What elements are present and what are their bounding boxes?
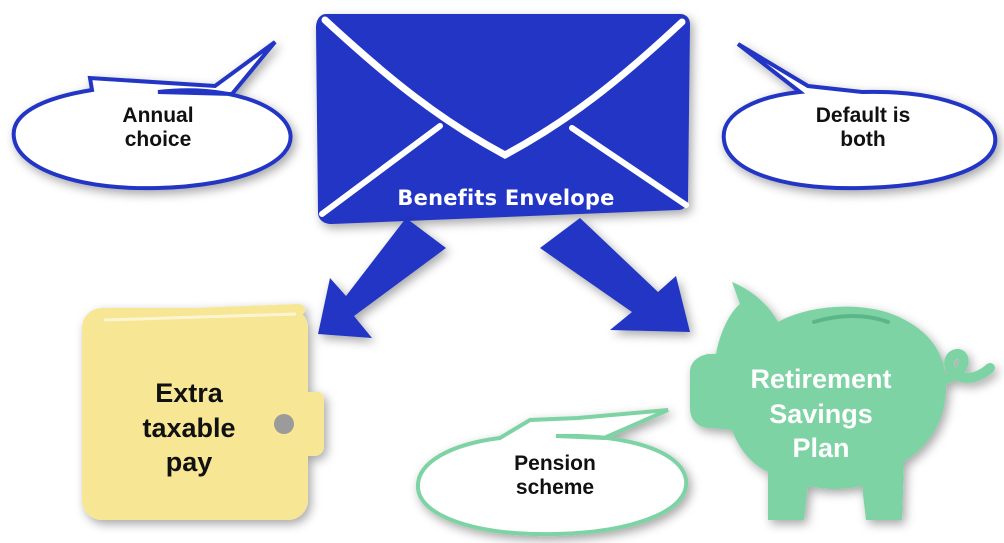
envelope-label: Benefits Envelope (397, 186, 615, 210)
bubble-left-text: Annual choice (96, 104, 220, 152)
speech-bubble-bottom (415, 408, 689, 537)
bubble-right-line-1: Default is (815, 104, 911, 127)
arrow-to-wallet (318, 218, 446, 338)
arrow-to-piggy (540, 218, 690, 332)
wallet-text: Extra taxable pay (114, 376, 264, 480)
bubble-right-line-2: both (840, 128, 886, 152)
piggy-line-3: Plan (792, 433, 850, 464)
bubble-bottom-text: Pension scheme (488, 452, 622, 500)
wallet-line-3: pay (165, 447, 213, 478)
wallet-clasp (274, 414, 294, 434)
bubble-left-line-2: choice (124, 128, 192, 152)
speech-bubble-left (11, 40, 293, 191)
envelope-icon (316, 14, 690, 224)
bubble-left-line-1: Annual (122, 104, 194, 127)
piggy-line-2: Savings (769, 398, 873, 429)
wallet-icon (82, 304, 324, 520)
bubble-bottom-line-1: Pension (514, 452, 596, 475)
piggy-bank-icon (690, 282, 995, 520)
wallet-line-2: taxable (142, 412, 236, 443)
bubble-bottom-line-2: scheme (515, 476, 595, 500)
piggy-line-1: Retirement (750, 364, 892, 394)
speech-bubble-right (721, 42, 998, 191)
wallet-line-1: Extra (155, 378, 223, 408)
bubble-right-text: Default is both (788, 104, 938, 152)
piggy-text: Retirement Savings Plan (726, 362, 916, 466)
